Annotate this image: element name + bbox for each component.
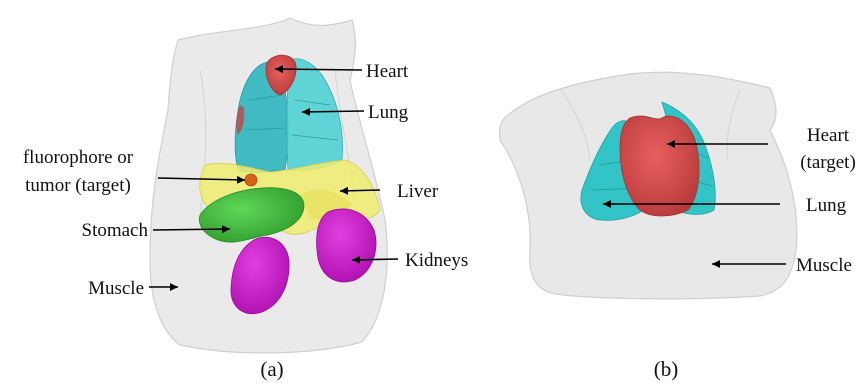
label-lung-b: Lung — [806, 195, 847, 216]
label-lung-a: Lung — [368, 102, 409, 123]
label-muscle-b: Muscle — [796, 255, 852, 276]
label-fluorophore-line2-a: tumor (target) — [25, 175, 131, 196]
arrow-kidneys-a — [352, 259, 398, 260]
kidney-right-a — [317, 209, 376, 282]
label-heart-line2-b: (target) — [800, 152, 856, 173]
label-liver-a: Liver — [397, 181, 439, 202]
arrow-stomach-a — [153, 229, 230, 230]
label-kidneys-a: Kidneys — [405, 250, 468, 271]
target-fluorophore-a — [245, 174, 257, 186]
caption-b: (b) — [654, 357, 679, 381]
arrow-lung-a — [302, 111, 364, 112]
panel-a: Heart Lung fluorophore or tumor (target)… — [23, 18, 468, 381]
panel-b: Heart (target) Lung Muscle (b) — [500, 72, 856, 381]
label-muscle-a: Muscle — [88, 278, 144, 299]
label-heart-line1-b: Heart — [807, 125, 850, 146]
label-heart-a: Heart — [366, 61, 409, 82]
caption-a: (a) — [260, 357, 283, 381]
label-fluorophore-line1-a: fluorophore or — [23, 147, 134, 168]
arrow-heart-a — [275, 69, 362, 70]
label-stomach-a: Stomach — [82, 220, 149, 241]
arrow-liver-a — [340, 190, 380, 191]
